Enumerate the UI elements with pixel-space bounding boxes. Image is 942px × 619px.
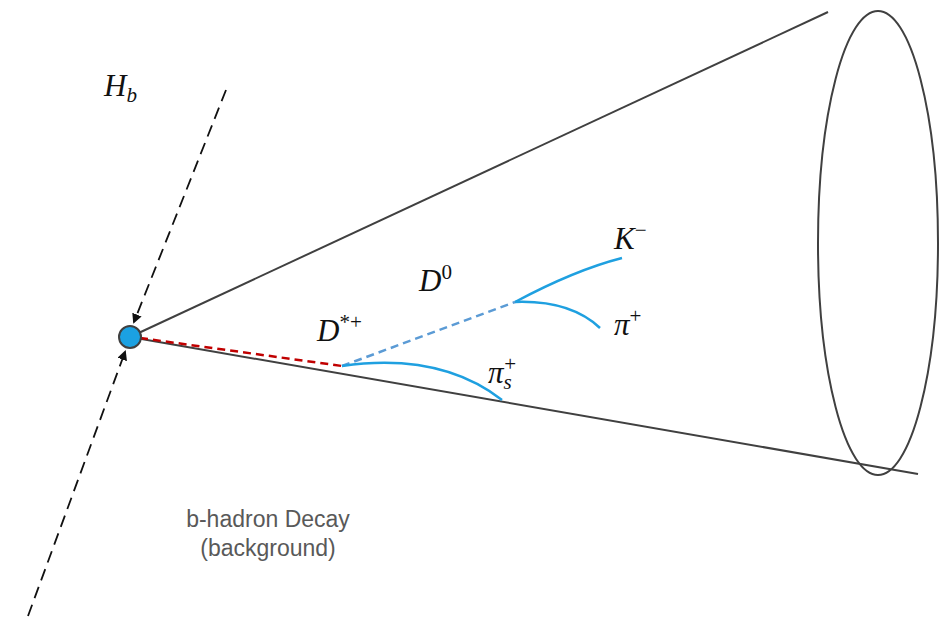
particle-label: πs+ — [488, 354, 516, 393]
particle-label: π+ — [614, 306, 641, 340]
particle-label: D*+ — [317, 312, 362, 346]
cone-base — [818, 11, 938, 475]
hadron-label: Hb — [104, 70, 137, 106]
vertex-dot — [119, 326, 141, 348]
kaon-track — [515, 258, 622, 302]
cone-edge — [130, 337, 918, 474]
caption-note: b-hadron Decay (background) — [163, 505, 373, 563]
soft-pion-track — [342, 363, 502, 400]
pion-track — [515, 302, 600, 328]
dstar-track — [140, 338, 342, 366]
particle-label: K− — [614, 220, 647, 254]
cone-edge — [130, 12, 828, 337]
particle-label: D0 — [419, 262, 452, 296]
beam-line — [28, 352, 125, 616]
beam-line — [134, 90, 226, 322]
